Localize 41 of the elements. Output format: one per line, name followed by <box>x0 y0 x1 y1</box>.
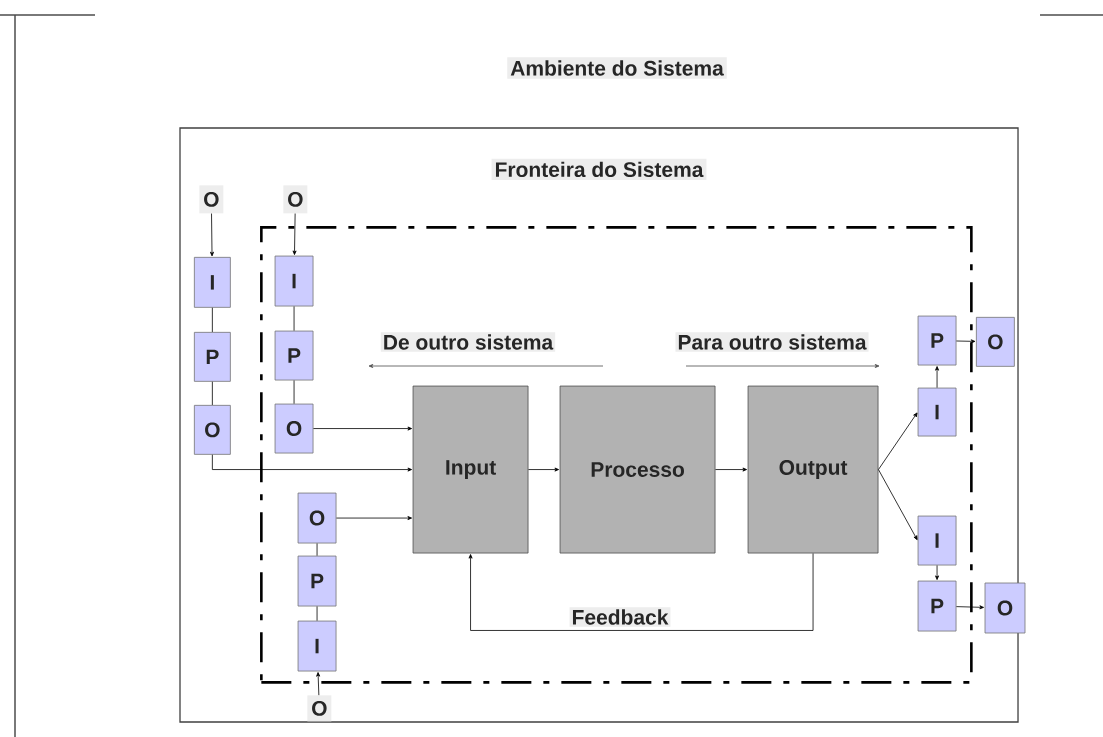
arrow <box>211 454 412 472</box>
arrow <box>210 213 214 257</box>
letter-box: O <box>297 492 337 544</box>
letter-box: O <box>984 582 1026 634</box>
letter-box: P <box>917 315 957 366</box>
letter-box: I <box>917 515 957 566</box>
arrow <box>528 467 559 472</box>
letter-box: I <box>297 620 337 672</box>
arrow <box>316 672 321 696</box>
dash-dot-boundary <box>260 226 973 684</box>
arrow <box>468 553 814 631</box>
arrow <box>956 605 984 610</box>
letter-box: O <box>274 403 314 454</box>
letter-box: I <box>917 387 957 437</box>
output-label: O <box>199 185 224 214</box>
letter-box: O <box>193 404 231 455</box>
label: Para outro sistema <box>675 332 869 352</box>
arrow <box>956 339 976 344</box>
output-label: O <box>307 695 332 722</box>
process-box: Processo <box>559 385 716 554</box>
letter-box: P <box>274 330 314 381</box>
process-box: Input <box>412 385 529 554</box>
letter-box: P <box>917 580 957 632</box>
letter-box: I <box>193 256 231 308</box>
title: Ambiente do Sistema <box>507 57 727 79</box>
process-box: Output <box>747 385 879 554</box>
arrow <box>935 366 940 389</box>
arrow <box>336 516 412 521</box>
arrow <box>878 469 918 541</box>
edge-label: Feedback <box>569 607 671 627</box>
letter-box: P <box>193 331 231 382</box>
label: De outro sistema <box>380 332 556 352</box>
letter-box: I <box>274 255 314 307</box>
arrow <box>292 213 297 255</box>
arrow <box>715 467 747 472</box>
arrow <box>313 426 412 431</box>
letter-box: O <box>975 316 1015 367</box>
arrow <box>935 565 940 580</box>
letter-box: P <box>297 555 337 607</box>
arrow <box>878 412 918 470</box>
output-label: O <box>283 185 308 214</box>
